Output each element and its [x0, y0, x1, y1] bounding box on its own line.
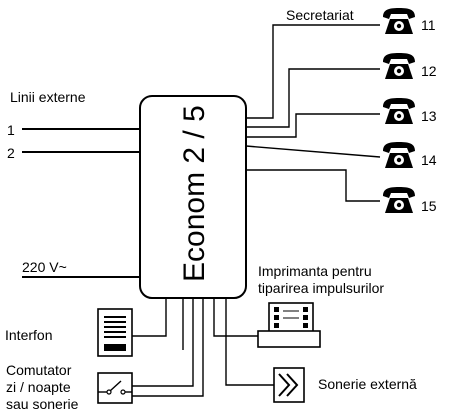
secretariat-label: Secretariat [286, 7, 354, 23]
line-2-label: 2 [7, 145, 15, 161]
telephone-icon [383, 8, 415, 34]
extension-number: 12 [421, 63, 437, 79]
printer-label-line1: Imprimanta pentru [258, 263, 372, 279]
switch-label-line2: zi / noapte [6, 379, 71, 395]
extension-14-wire [245, 145, 381, 158]
bell-icon [273, 367, 305, 403]
printer-wire [213, 298, 258, 337]
extension-11-wire [246, 24, 380, 119]
switch-label-line1: Comutator [6, 362, 72, 378]
telephone-icon [383, 142, 415, 168]
extension-15-wire [246, 169, 380, 202]
extension-12-wire [246, 68, 380, 128]
switch-label-line3: sau sonerie [6, 396, 79, 412]
intercom-label: Interfon [5, 327, 52, 343]
bell-label: Sonerie externă [318, 376, 417, 392]
intercom-wire [130, 298, 167, 337]
extension-number: 13 [421, 108, 437, 124]
bell-wire [225, 298, 274, 386]
line-1-label: 1 [7, 122, 15, 138]
switch-wire [130, 298, 194, 387]
telephone-icon [383, 98, 415, 124]
switch-wire-2 [130, 298, 204, 397]
extension-number: 15 [421, 198, 437, 214]
telephone-icon [383, 187, 415, 213]
printer-label-line2: tiparirea impulsurilor [258, 280, 384, 296]
extension-13-wire [246, 113, 380, 138]
extension-number: 14 [421, 152, 437, 168]
device-title: Econom 2 / 5 [178, 105, 211, 282]
power-label: 220 V~ [22, 259, 67, 275]
switch-icon [97, 372, 133, 404]
telephone-icon [383, 53, 415, 79]
extension-number: 11 [421, 17, 436, 33]
external-lines-label: Linii externe [10, 89, 86, 105]
intercom-panel-icon [97, 308, 133, 357]
printer-icon [257, 302, 321, 348]
